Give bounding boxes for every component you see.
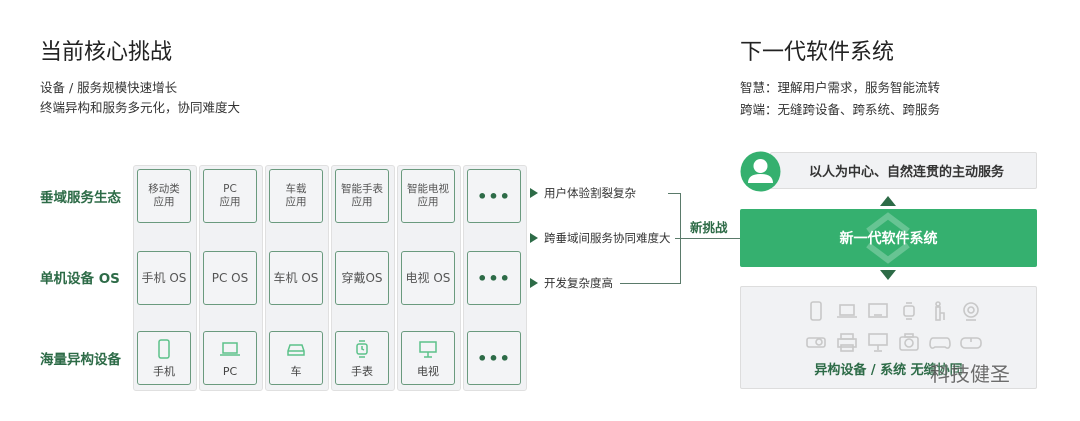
projector-icon xyxy=(806,337,826,348)
app-label: 车载 xyxy=(285,183,307,195)
devices-label: 异构设备 / 系统 无缝协同 xyxy=(814,363,963,378)
column: 智能电视应用电视 OS 电视 xyxy=(397,165,461,391)
vr-headset-icon xyxy=(960,337,982,349)
tv-icon xyxy=(419,340,437,358)
app-label: 应用 xyxy=(351,196,373,208)
device-cell: 车 xyxy=(269,331,323,385)
up-arrow-icon xyxy=(880,196,896,206)
more-icon: ••• xyxy=(477,186,511,206)
chevron-decoration-icon xyxy=(866,212,910,264)
more-icon: ••• xyxy=(477,348,511,368)
app-label: 智能电视 xyxy=(407,183,449,195)
left-title: 当前核心挑战 xyxy=(40,40,173,65)
user-avatar-icon xyxy=(740,151,781,192)
app-label: 移动类 xyxy=(148,183,180,195)
top-bar-text: 以人为中心、自然连贯的主动服务 xyxy=(809,165,1005,180)
device-cell: 手机 xyxy=(137,331,191,385)
core-system-text: 新一代软件系统 xyxy=(839,231,938,247)
device-label: 手机 xyxy=(153,364,175,378)
watch-icon xyxy=(903,302,915,320)
subtitle: 智慧：理解用户需求，服务智能流转 xyxy=(740,80,941,95)
arrow-icon xyxy=(530,188,538,198)
app-label: 应用 xyxy=(285,196,307,208)
right-subtitles: 智慧：理解用户需求，服务智能流转 跨端：无缝跨设备、跨系统、跨服务 xyxy=(740,78,940,120)
monitor-icon xyxy=(868,303,888,318)
device-label: 车 xyxy=(290,364,302,378)
challenge: 跨垂域间服务协同难度大 xyxy=(544,231,671,245)
phone-icon xyxy=(158,338,170,359)
os-label: 穿戴OS xyxy=(341,270,383,285)
printer-icon xyxy=(837,333,857,352)
row-label: 海量异构设备 xyxy=(40,352,121,368)
row-label: 单机设备 OS xyxy=(40,271,120,287)
arrow-icon xyxy=(530,233,538,243)
os-label: 电视 OS xyxy=(405,270,451,285)
core-system-box: 新一代软件系统 xyxy=(740,209,1037,267)
device-icons xyxy=(806,301,982,352)
laptop-icon xyxy=(837,304,857,318)
app-label: 应用 xyxy=(153,196,175,208)
app-cell: 智能手表应用 xyxy=(335,169,389,223)
top-bar: 以人为中心、自然连贯的主动服务 xyxy=(770,152,1037,189)
connector-line xyxy=(680,238,740,239)
app-cell: 移动类应用 xyxy=(137,169,191,223)
watch-icon xyxy=(356,339,368,358)
laptop-icon xyxy=(220,341,240,356)
device-label: PC xyxy=(222,364,238,378)
device-cell: 电视 xyxy=(401,331,455,385)
arrow-icon xyxy=(530,278,538,288)
os-cell: 车机 OS xyxy=(269,251,323,305)
bracket-line xyxy=(675,238,680,239)
os-cell: 手机 OS xyxy=(137,251,191,305)
down-arrow-icon xyxy=(880,270,896,280)
more-icon: ••• xyxy=(477,268,511,288)
challenge: 用户体验割裂复杂 xyxy=(544,186,636,200)
challenge: 开发复杂度高 xyxy=(544,276,613,290)
app-label: 应用 xyxy=(417,196,439,208)
right-title: 下一代软件系统 xyxy=(740,40,895,65)
os-cell: 穿戴OS xyxy=(335,251,389,305)
column: 智能手表应用穿戴OS 手表 xyxy=(331,165,395,391)
app-cell: 智能电视应用 xyxy=(401,169,455,223)
os-cell: PC OS xyxy=(203,251,257,305)
app-cell: ••• xyxy=(467,169,521,223)
bracket-line xyxy=(668,193,680,194)
os-label: PC OS xyxy=(211,270,249,285)
column: ••• ••• ••• xyxy=(463,165,527,391)
presentation-icon xyxy=(868,333,888,352)
os-cell: ••• xyxy=(467,251,521,305)
os-cell: 电视 OS xyxy=(401,251,455,305)
camera-icon xyxy=(899,333,919,351)
device-label: 手表 xyxy=(351,364,373,378)
os-label: 车机 OS xyxy=(273,270,319,285)
subtitle: 跨端：无缝跨设备、跨系统、跨服务 xyxy=(740,102,941,117)
column: 车载应用车机 OS 车 xyxy=(265,165,329,391)
webcam-icon xyxy=(963,302,979,321)
subtitle: 终端异构和服务多元化，协同难度大 xyxy=(40,100,241,115)
subtitle: 设备 / 服务规模快速增长 xyxy=(40,80,178,95)
bracket-line xyxy=(620,283,680,284)
row-label: 垂域服务生态 xyxy=(40,190,121,206)
column: 移动类应用手机 OS 手机 xyxy=(133,165,197,391)
new-challenge-label: 新挑战 xyxy=(690,220,728,235)
device-cell: ••• xyxy=(467,331,521,385)
phone-icon xyxy=(810,301,822,321)
app-label: 智能手表 xyxy=(341,183,383,195)
gamepad-icon xyxy=(929,337,951,349)
car-icon xyxy=(287,343,305,356)
device-cell: PC xyxy=(203,331,257,385)
speaker-icon xyxy=(935,301,945,321)
app-label: 应用 xyxy=(219,196,241,208)
device-label: 电视 xyxy=(417,364,439,378)
watermark: 科技健圣 xyxy=(930,362,1010,386)
os-label: 手机 OS xyxy=(141,270,187,285)
app-cell: 车载应用 xyxy=(269,169,323,223)
devices-box: 异构设备 / 系统 无缝协同 xyxy=(740,286,1037,389)
app-label: PC xyxy=(223,183,237,195)
left-subtitles: 设备 / 服务规模快速增长 终端异构和服务多元化，协同难度大 xyxy=(40,78,240,118)
device-cell: 手表 xyxy=(335,331,389,385)
